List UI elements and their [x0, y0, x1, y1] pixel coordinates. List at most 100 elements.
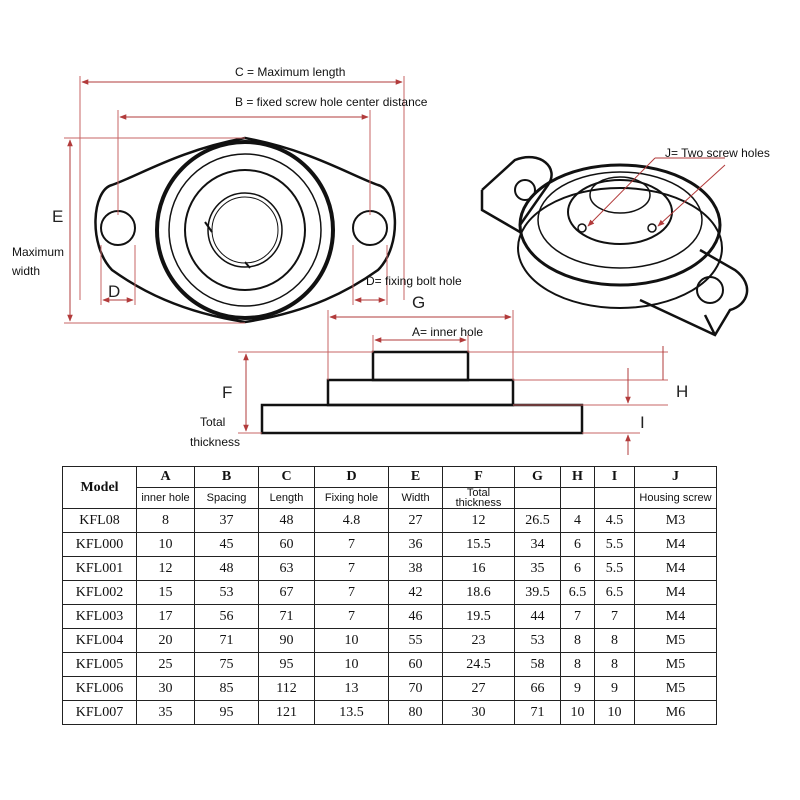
dim-d-left-label: D: [108, 282, 120, 301]
value-cell: 36: [388, 532, 443, 557]
set-screw-mark-bottom: [244, 261, 251, 269]
right-bolt-hole: [352, 210, 388, 246]
value-cell: 46: [388, 604, 443, 629]
value-cell: 37: [194, 508, 259, 533]
model-cell: KFL003: [62, 604, 137, 629]
value-cell: M3: [634, 508, 717, 533]
value-cell: 4.8: [314, 508, 389, 533]
isometric-view: J= Two screw holes: [480, 146, 770, 337]
header-c: C: [258, 466, 315, 488]
value-cell: M5: [634, 652, 717, 677]
model-cell: KFL007: [62, 700, 137, 725]
value-cell: 6.5: [560, 580, 595, 605]
value-cell: M5: [634, 628, 717, 653]
dim-b-label: B = fixed screw hole center distance: [235, 95, 428, 109]
value-cell: 71: [258, 604, 315, 629]
value-cell: 53: [514, 628, 561, 653]
header-d: D: [314, 466, 389, 488]
value-cell: 8: [594, 628, 635, 653]
dim-j-leader-2: [657, 164, 726, 227]
value-cell: 85: [194, 676, 259, 701]
value-cell: 38: [388, 556, 443, 581]
value-cell: 10: [314, 652, 389, 677]
iso-inner-hole: [589, 176, 651, 214]
sub-header-i: [594, 487, 635, 509]
dim-h-label: H: [676, 382, 688, 401]
value-cell: 48: [194, 556, 259, 581]
value-cell: M4: [634, 580, 717, 605]
value-cell: 10: [136, 532, 195, 557]
value-cell: 53: [194, 580, 259, 605]
header-i: I: [594, 466, 635, 488]
value-cell: 10: [560, 700, 595, 725]
iso-left-bolt-hole: [514, 179, 536, 201]
spec-table: Model A B C D E F G H I J inner hole Spa…: [62, 466, 717, 725]
value-cell: 75: [194, 652, 259, 677]
housing-outer-ring: [155, 140, 335, 320]
value-cell: 17: [136, 604, 195, 629]
value-cell: 18.6: [442, 580, 515, 605]
value-cell: 34: [514, 532, 561, 557]
sub-header-h: [560, 487, 595, 509]
value-cell: 27: [388, 508, 443, 533]
iso-flange-right: [639, 248, 749, 337]
value-cell: 7: [594, 604, 635, 629]
sub-header-f: Total thickness: [442, 487, 515, 509]
value-cell: 8: [560, 628, 595, 653]
value-cell: M4: [634, 532, 717, 557]
value-cell: M4: [634, 556, 717, 581]
value-cell: 95: [258, 652, 315, 677]
value-cell: 6: [560, 556, 595, 581]
value-cell: 5.5: [594, 556, 635, 581]
value-cell: 9: [560, 676, 595, 701]
dim-i-label: I: [640, 413, 645, 432]
dim-j-leader-1: [587, 157, 656, 227]
sub-header-g: [514, 487, 561, 509]
top-view: C = Maximum length B = fixed screw hole …: [11, 65, 462, 324]
value-cell: 44: [514, 604, 561, 629]
value-cell: 112: [258, 676, 315, 701]
value-cell: 39.5: [514, 580, 561, 605]
value-cell: 10: [594, 700, 635, 725]
dim-f-label: F: [222, 383, 232, 402]
value-cell: 19.5: [442, 604, 515, 629]
value-cell: 26.5: [514, 508, 561, 533]
value-cell: 95: [194, 700, 259, 725]
header-b: B: [194, 466, 259, 488]
value-cell: 71: [514, 700, 561, 725]
dim-a-label: A= inner hole: [412, 325, 483, 339]
total-thickness-label-2: thickness: [190, 435, 240, 449]
max-width-label-1: Maximum: [12, 245, 64, 259]
value-cell: 9: [594, 676, 635, 701]
side-view: G A= inner hole F Total thickness H I: [190, 293, 688, 455]
value-cell: 15.5: [442, 532, 515, 557]
value-cell: 16: [442, 556, 515, 581]
value-cell: 121: [258, 700, 315, 725]
value-cell: 12: [442, 508, 515, 533]
value-cell: 60: [388, 652, 443, 677]
iso-bearing-ring: [567, 179, 673, 245]
value-cell: 60: [258, 532, 315, 557]
header-g: G: [514, 466, 561, 488]
header-e: E: [388, 466, 443, 488]
value-cell: 6.5: [594, 580, 635, 605]
value-cell: 6: [560, 532, 595, 557]
value-cell: 42: [388, 580, 443, 605]
model-header: Model: [62, 466, 137, 509]
dim-d-right-label: D= fixing bolt hole: [366, 274, 462, 288]
iso-right-bolt-hole: [696, 276, 724, 304]
value-cell: M5: [634, 676, 717, 701]
value-cell: 90: [258, 628, 315, 653]
value-cell: 58: [514, 652, 561, 677]
value-cell: 80: [388, 700, 443, 725]
value-cell: 10: [314, 628, 389, 653]
sub-header-d: Fixing hole: [314, 487, 389, 509]
bearing-dimension-drawing: C = Maximum length B = fixed screw hole …: [11, 65, 770, 455]
value-cell: 45: [194, 532, 259, 557]
